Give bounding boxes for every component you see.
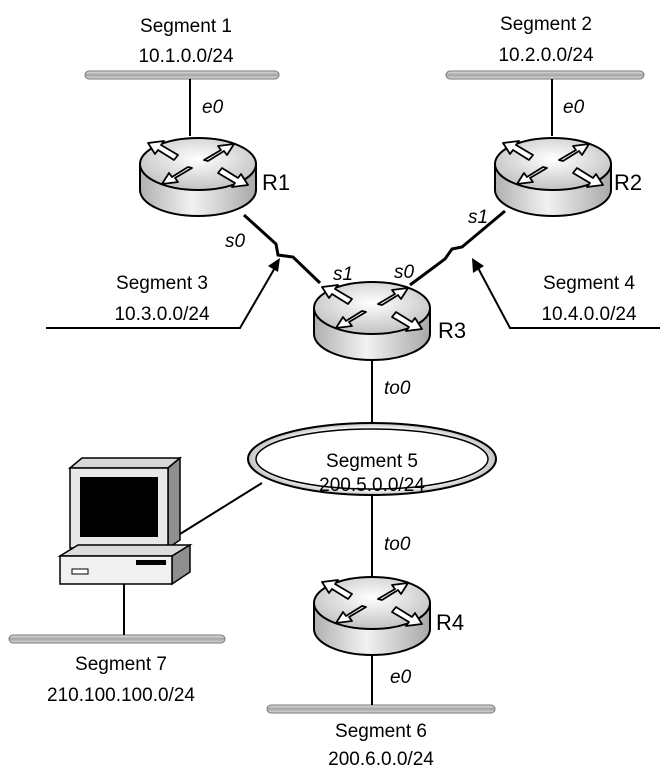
r1-e0-label: e0 (202, 97, 224, 118)
segment-3-arrowhead (268, 258, 280, 272)
router-r4 (313, 576, 431, 656)
r3-s1-label: s1 (333, 264, 353, 285)
router-r3-label: R3 (438, 318, 466, 343)
segment-2-network: 10.2.0.0/24 (498, 45, 594, 66)
segment-5-ring-inner (255, 428, 489, 490)
segment-3-pointer (46, 265, 277, 329)
segment-5-network: 200.5.0.0/24 (319, 475, 425, 496)
segment-7-bar (8, 634, 226, 644)
r3-s0-label: s0 (394, 262, 415, 283)
segment-4-name: Segment 4 (543, 273, 635, 294)
r4-e0-label: e0 (390, 667, 412, 688)
segment-4-network: 10.4.0.0/24 (541, 304, 637, 325)
router-r1-label: R1 (262, 170, 290, 195)
segment-6-bar (266, 704, 496, 714)
r2-e0-label: e0 (563, 97, 585, 118)
segment-2-name: Segment 2 (500, 14, 592, 35)
segment-4-pointer (476, 265, 660, 329)
segment-7-network: 210.100.100.0/24 (47, 685, 195, 706)
r3-to0-label: to0 (384, 378, 411, 399)
serial-link-r3-r2 (409, 209, 506, 287)
segment-6-name: Segment 6 (335, 721, 427, 742)
segment-1-network: 10.1.0.0/24 (138, 46, 234, 67)
link-pc-segment-5 (179, 482, 263, 535)
segment-7-name: Segment 7 (75, 654, 167, 675)
segment-1-name: Segment 1 (140, 16, 232, 37)
segment-3-name: Segment 3 (116, 273, 208, 294)
serial-link-r1-r3 (242, 213, 322, 285)
router-r1 (139, 137, 257, 217)
r2-s1-label: s1 (468, 207, 488, 228)
segment-5-name: Segment 5 (326, 451, 418, 472)
segment-3-network: 10.3.0.0/24 (114, 304, 210, 325)
workstation-icon (57, 456, 193, 586)
segment-4-arrowhead (472, 258, 484, 273)
segment-2-bar (445, 70, 645, 80)
router-r3 (313, 281, 431, 361)
router-r2 (494, 137, 612, 217)
r4-to0-label: to0 (384, 534, 411, 555)
r1-s0-label: s0 (225, 231, 246, 252)
router-r2-label: R2 (614, 170, 642, 195)
router-r4-label: R4 (436, 610, 464, 635)
segment-6-network: 200.6.0.0/24 (328, 749, 434, 770)
segment-1-bar (84, 70, 280, 80)
